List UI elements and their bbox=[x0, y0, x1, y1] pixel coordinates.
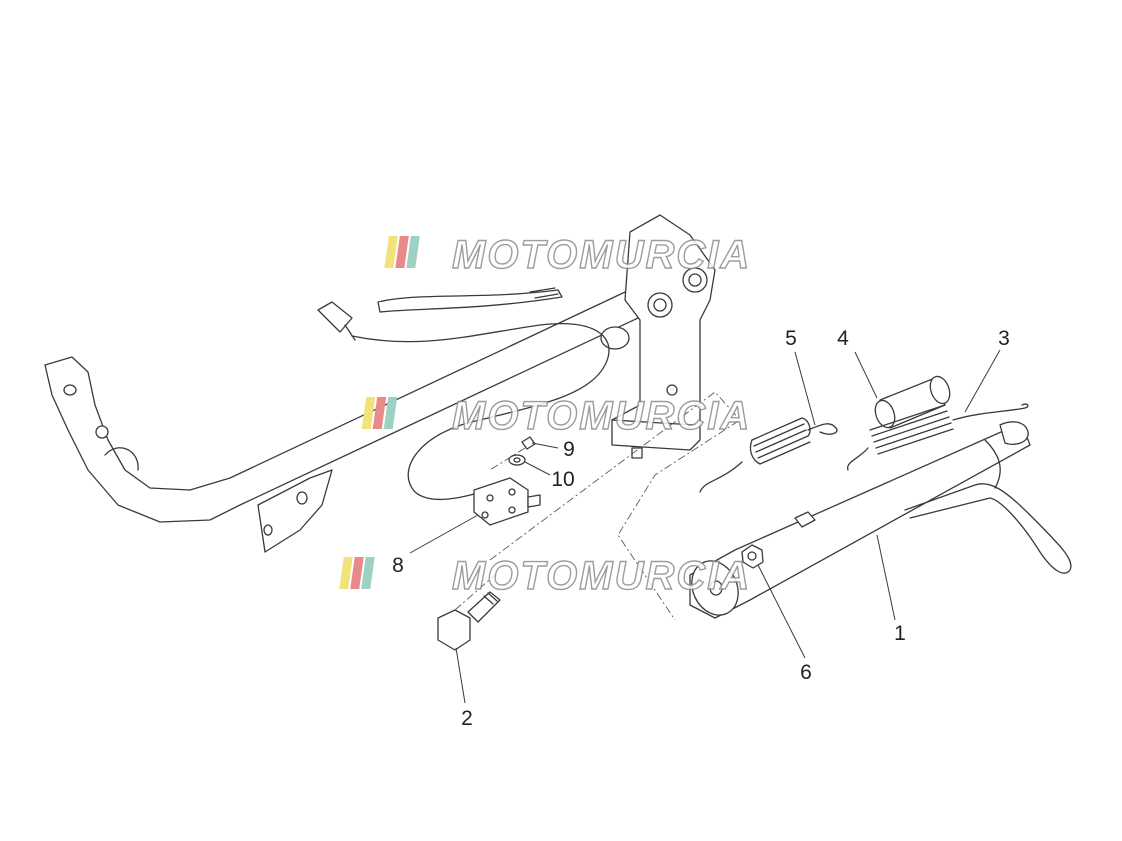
watermark-stripe-red bbox=[350, 557, 364, 589]
bushing bbox=[874, 375, 951, 429]
callout-6: 6 bbox=[800, 661, 812, 684]
watermark-stripe-yellow bbox=[384, 236, 398, 268]
watermark-middle: MOTOMURCIA bbox=[361, 393, 751, 439]
watermark-stripe-red bbox=[395, 236, 409, 268]
sensor-cable bbox=[317, 287, 610, 501]
watermark-stripe-red bbox=[372, 397, 387, 429]
watermark-stripe-yellow bbox=[339, 557, 353, 589]
side-stand-leg bbox=[689, 421, 1072, 619]
watermark-text: MOTOMURCIA bbox=[452, 394, 751, 438]
assembly-axis-lines bbox=[454, 391, 741, 621]
callout-3: 3 bbox=[998, 327, 1010, 350]
callout-5: 5 bbox=[785, 327, 797, 350]
watermark-stripe-teal bbox=[383, 397, 398, 429]
screw-and-washer bbox=[508, 436, 536, 466]
watermark-stripe-yellow bbox=[361, 397, 376, 429]
watermark-stripe-teal bbox=[406, 236, 420, 268]
side-stand-switch bbox=[473, 477, 541, 526]
spring-long bbox=[847, 403, 1029, 471]
watermark-bottom: MOTOMURCIA bbox=[339, 553, 751, 599]
leader-lines bbox=[409, 349, 1001, 704]
watermark-stripe-teal bbox=[361, 557, 375, 589]
callout-4: 4 bbox=[837, 327, 849, 350]
callout-8: 8 bbox=[392, 554, 404, 577]
spring-short bbox=[699, 417, 838, 493]
watermark-text: MOTOMURCIA bbox=[452, 554, 751, 598]
watermark-text: MOTOMURCIA bbox=[452, 233, 751, 277]
nut bbox=[741, 544, 764, 569]
callout-2: 2 bbox=[461, 707, 473, 730]
pivot-bolt bbox=[437, 591, 501, 651]
callout-1: 1 bbox=[894, 622, 906, 645]
callout-9: 9 bbox=[563, 438, 575, 461]
callout-labels: 1 2 3 4 5 6 8 9 10 bbox=[392, 327, 1010, 730]
callout-10: 10 bbox=[551, 468, 574, 491]
watermark-top: MOTOMURCIA bbox=[384, 232, 751, 278]
